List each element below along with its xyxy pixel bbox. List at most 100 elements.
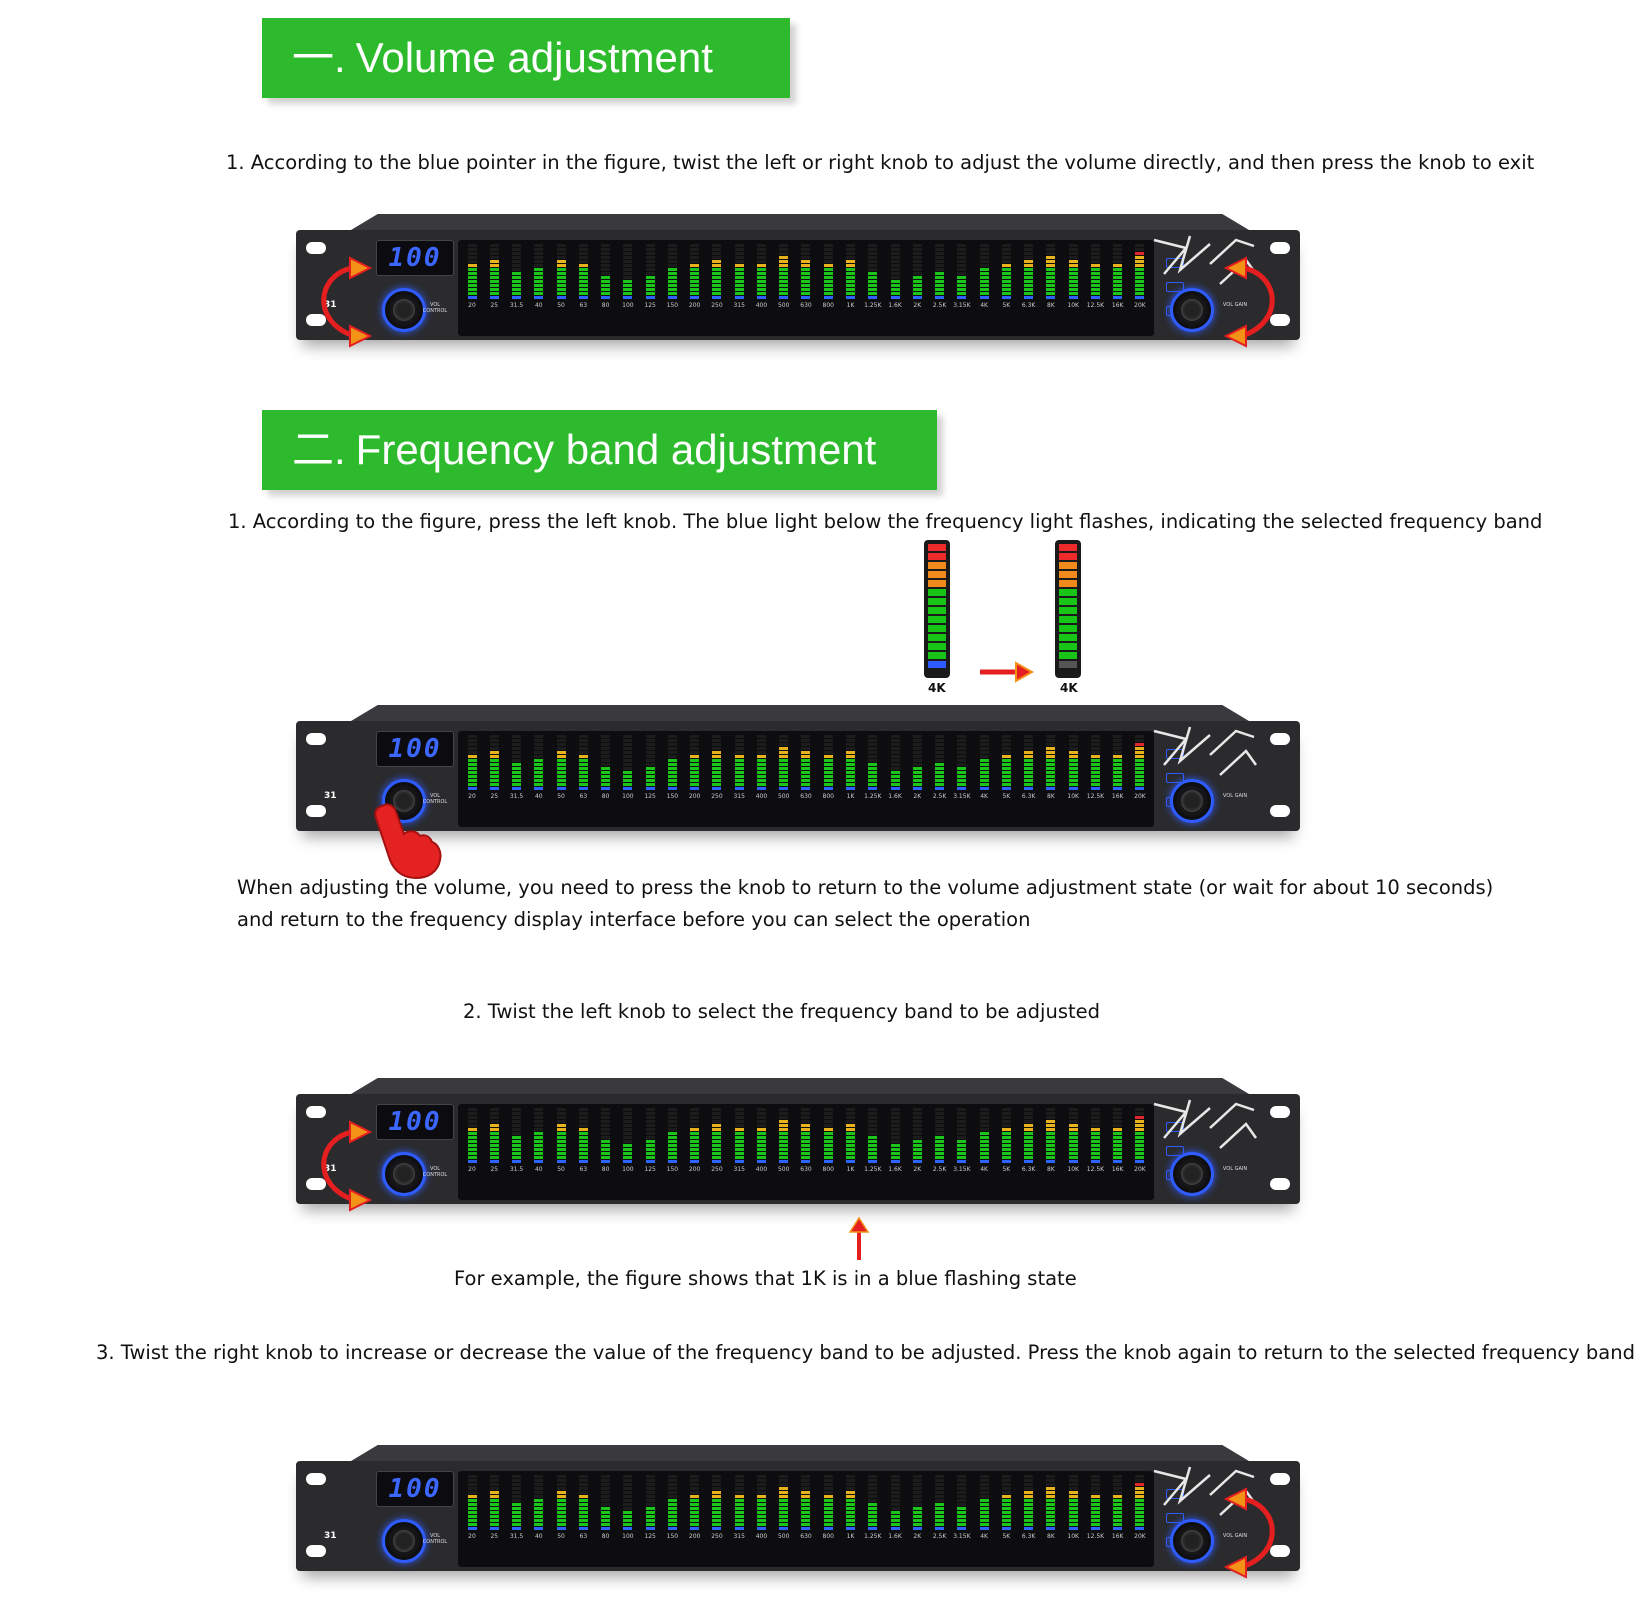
led-segment — [1046, 280, 1056, 283]
led-segment — [868, 743, 878, 746]
frequency-band: 100 — [620, 1475, 636, 1567]
rack-ear-hole — [1270, 314, 1290, 326]
led-segment — [512, 292, 522, 295]
frequency-band-label: 4K — [980, 1533, 988, 1540]
band-select-led — [928, 661, 946, 668]
led-segment — [912, 751, 922, 754]
volume-display: 100 — [376, 731, 454, 767]
led-segment — [1068, 1136, 1078, 1139]
right-knob[interactable] — [1170, 288, 1214, 332]
frequency-band-label: 8K — [1047, 302, 1055, 309]
right-knob[interactable] — [1170, 779, 1214, 823]
example-caption: For example, the figure shows that 1K is… — [454, 1267, 1077, 1290]
led-segment — [467, 280, 477, 283]
function-button[interactable] — [1166, 258, 1184, 268]
right-knob[interactable] — [1170, 1152, 1214, 1196]
led-segment — [979, 743, 989, 746]
led-segment — [623, 763, 633, 766]
function-button[interactable] — [1166, 1146, 1184, 1156]
led-segment — [935, 1511, 945, 1514]
led-segment — [734, 244, 744, 247]
led-segment — [734, 276, 744, 279]
function-button[interactable] — [1166, 1122, 1184, 1132]
led-segment — [1090, 1507, 1100, 1510]
led-segment — [801, 1152, 811, 1155]
led-segment — [1001, 1511, 1011, 1514]
led-segment — [846, 1148, 856, 1151]
left-knob[interactable] — [382, 1152, 426, 1196]
band-select-led — [756, 787, 766, 790]
led-segment — [623, 759, 633, 762]
led-segment — [756, 1487, 766, 1490]
led-segment — [734, 1144, 744, 1147]
band-select-led — [846, 1527, 856, 1530]
led-segment — [868, 1120, 878, 1123]
led-segment — [489, 276, 499, 279]
led-segment — [935, 743, 945, 746]
led-segment — [556, 288, 566, 291]
frequency-band-label: 5K — [1002, 793, 1011, 800]
led-segment — [868, 1495, 878, 1498]
led-segment — [489, 1499, 499, 1502]
led-segment — [467, 739, 477, 742]
function-button[interactable] — [1166, 1489, 1184, 1499]
led-segment — [690, 1499, 700, 1502]
frequency-band: 315 — [731, 1475, 747, 1567]
led-segment — [734, 1523, 744, 1526]
led-segment — [1113, 1156, 1123, 1159]
led-segment — [667, 751, 677, 754]
function-button[interactable] — [1166, 749, 1184, 759]
led-segment — [979, 783, 989, 786]
led-segment — [690, 1519, 700, 1522]
led-segment — [890, 767, 900, 770]
led-segment — [846, 1108, 856, 1111]
led-segment — [667, 759, 677, 762]
led-segment — [1024, 743, 1034, 746]
led-segment — [1001, 276, 1011, 279]
left-knob[interactable] — [382, 1519, 426, 1563]
led-segment — [957, 264, 967, 267]
frequency-band: 630 — [798, 244, 814, 336]
led-segment — [1046, 1156, 1056, 1159]
function-button[interactable] — [1166, 282, 1184, 292]
led-segment — [779, 783, 789, 786]
led-segment — [1090, 256, 1100, 259]
frequency-band-label: 6.3K — [1021, 793, 1036, 800]
function-button[interactable] — [1166, 1513, 1184, 1523]
frequency-band: 2.5K — [932, 1475, 948, 1567]
led-segment — [489, 292, 499, 295]
led-segment — [756, 280, 766, 283]
led-segment — [690, 739, 700, 742]
led-segment — [890, 1144, 900, 1147]
led-segment — [534, 1132, 544, 1135]
led-segment — [756, 292, 766, 295]
led-segment — [1001, 783, 1011, 786]
right-knob[interactable] — [1170, 1519, 1214, 1563]
led-segment — [512, 1479, 522, 1482]
led-segment — [467, 260, 477, 263]
led-segment — [645, 1511, 655, 1514]
led-segment — [979, 1140, 989, 1143]
led-segment — [623, 268, 633, 271]
led-segment — [601, 1132, 611, 1135]
led-segment — [1024, 1487, 1034, 1490]
led-segment — [801, 1116, 811, 1119]
led-segment — [868, 1487, 878, 1490]
frequency-band-label: 4K — [980, 793, 988, 800]
led-segment — [734, 1152, 744, 1155]
frequency-band-label: 2.5K — [932, 1166, 947, 1173]
band-select-led — [690, 1527, 700, 1530]
led-segment — [957, 1483, 967, 1486]
frequency-band: 500 — [776, 1108, 792, 1200]
led-segment — [912, 252, 922, 255]
function-button[interactable] — [1166, 773, 1184, 783]
led-segment — [890, 1148, 900, 1151]
led-segment — [1113, 771, 1123, 774]
led-segment — [935, 783, 945, 786]
frequency-band-label: 1.6K — [888, 793, 902, 800]
led-segment — [890, 735, 900, 738]
led-segment — [823, 1523, 833, 1526]
left-knob[interactable] — [382, 288, 426, 332]
band-select-led — [623, 1160, 633, 1163]
